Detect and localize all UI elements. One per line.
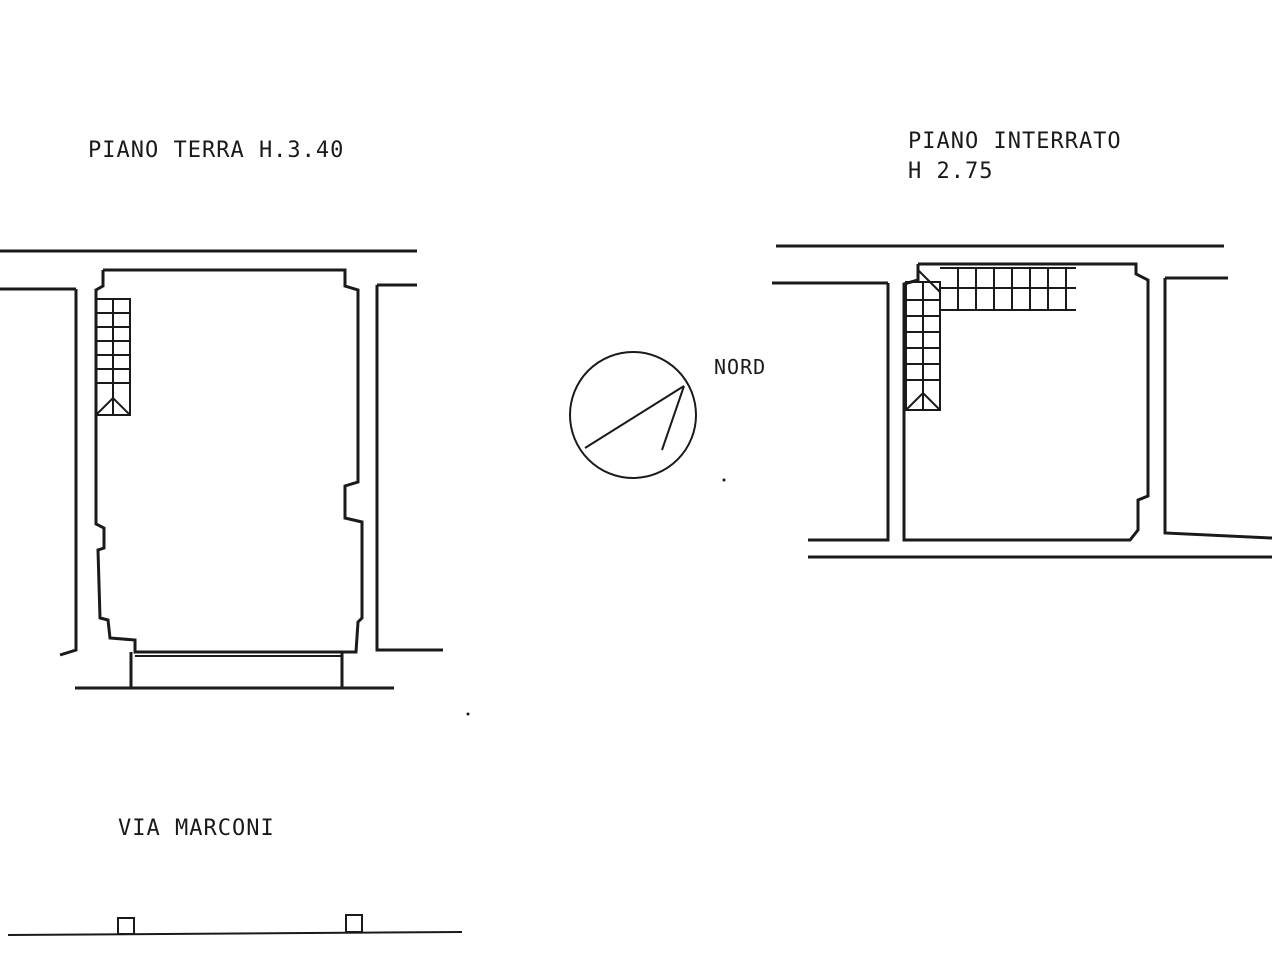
basement-height: H 2.75: [908, 159, 994, 184]
ground-floor-title: PIANO TERRA H.3.40: [88, 138, 345, 163]
street-name: VIA MARCONI: [118, 816, 275, 841]
north-label: NORD: [714, 355, 767, 379]
ground-floor-plan: [0, 249, 443, 690]
street-line: [7, 914, 463, 936]
basement-plan: [772, 244, 1273, 559]
north-compass-icon: [569, 351, 697, 479]
basement-title: PIANO INTERRATO: [908, 129, 1122, 154]
